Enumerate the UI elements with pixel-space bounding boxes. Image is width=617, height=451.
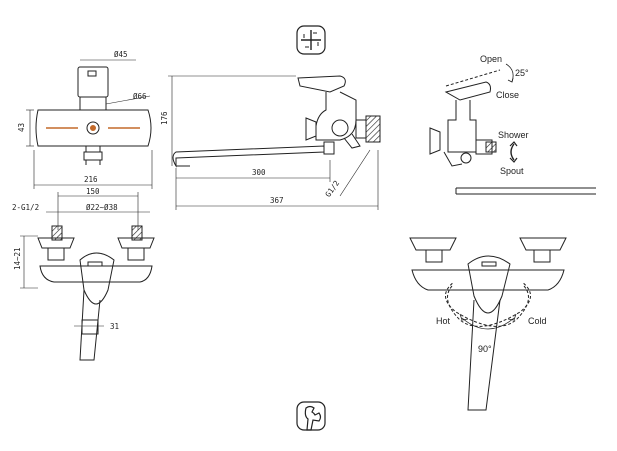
label-close: Close (496, 90, 519, 100)
operation-side-view (429, 63, 596, 195)
dim-thread2: 2-G1/2 (12, 203, 39, 212)
label-open: Open (480, 54, 502, 64)
dim-r14-21: 14~21 (13, 247, 22, 270)
dim-thread: G1/2 (323, 179, 341, 199)
dim-l300: 300 (252, 168, 266, 177)
side-view (168, 75, 381, 210)
dim-w150: 150 (86, 187, 100, 196)
dim-l31: 31 (110, 322, 119, 331)
top-view (20, 192, 155, 361)
dim-h43: 43 (17, 123, 26, 132)
label-spout: Spout (500, 166, 524, 176)
label-hot: Hot (436, 316, 451, 326)
label-angle25: 25° (515, 68, 529, 78)
label-shower: Shower (498, 130, 529, 140)
dim-h176: 176 (160, 111, 169, 125)
dim-l367: 367 (270, 196, 284, 205)
wrench-icon (296, 401, 326, 431)
label-cold: Cold (528, 316, 547, 326)
label-angle90: 90° (478, 344, 492, 354)
dim-w216: 216 (84, 175, 98, 184)
cross-target-icon (296, 25, 326, 55)
dim-d66: Ø66 (133, 92, 147, 101)
dim-d45: Ø45 (114, 50, 128, 59)
operation-top-view (409, 237, 567, 411)
front-view (26, 59, 153, 189)
dim-d22-38: Ø22~Ø38 (86, 203, 118, 212)
